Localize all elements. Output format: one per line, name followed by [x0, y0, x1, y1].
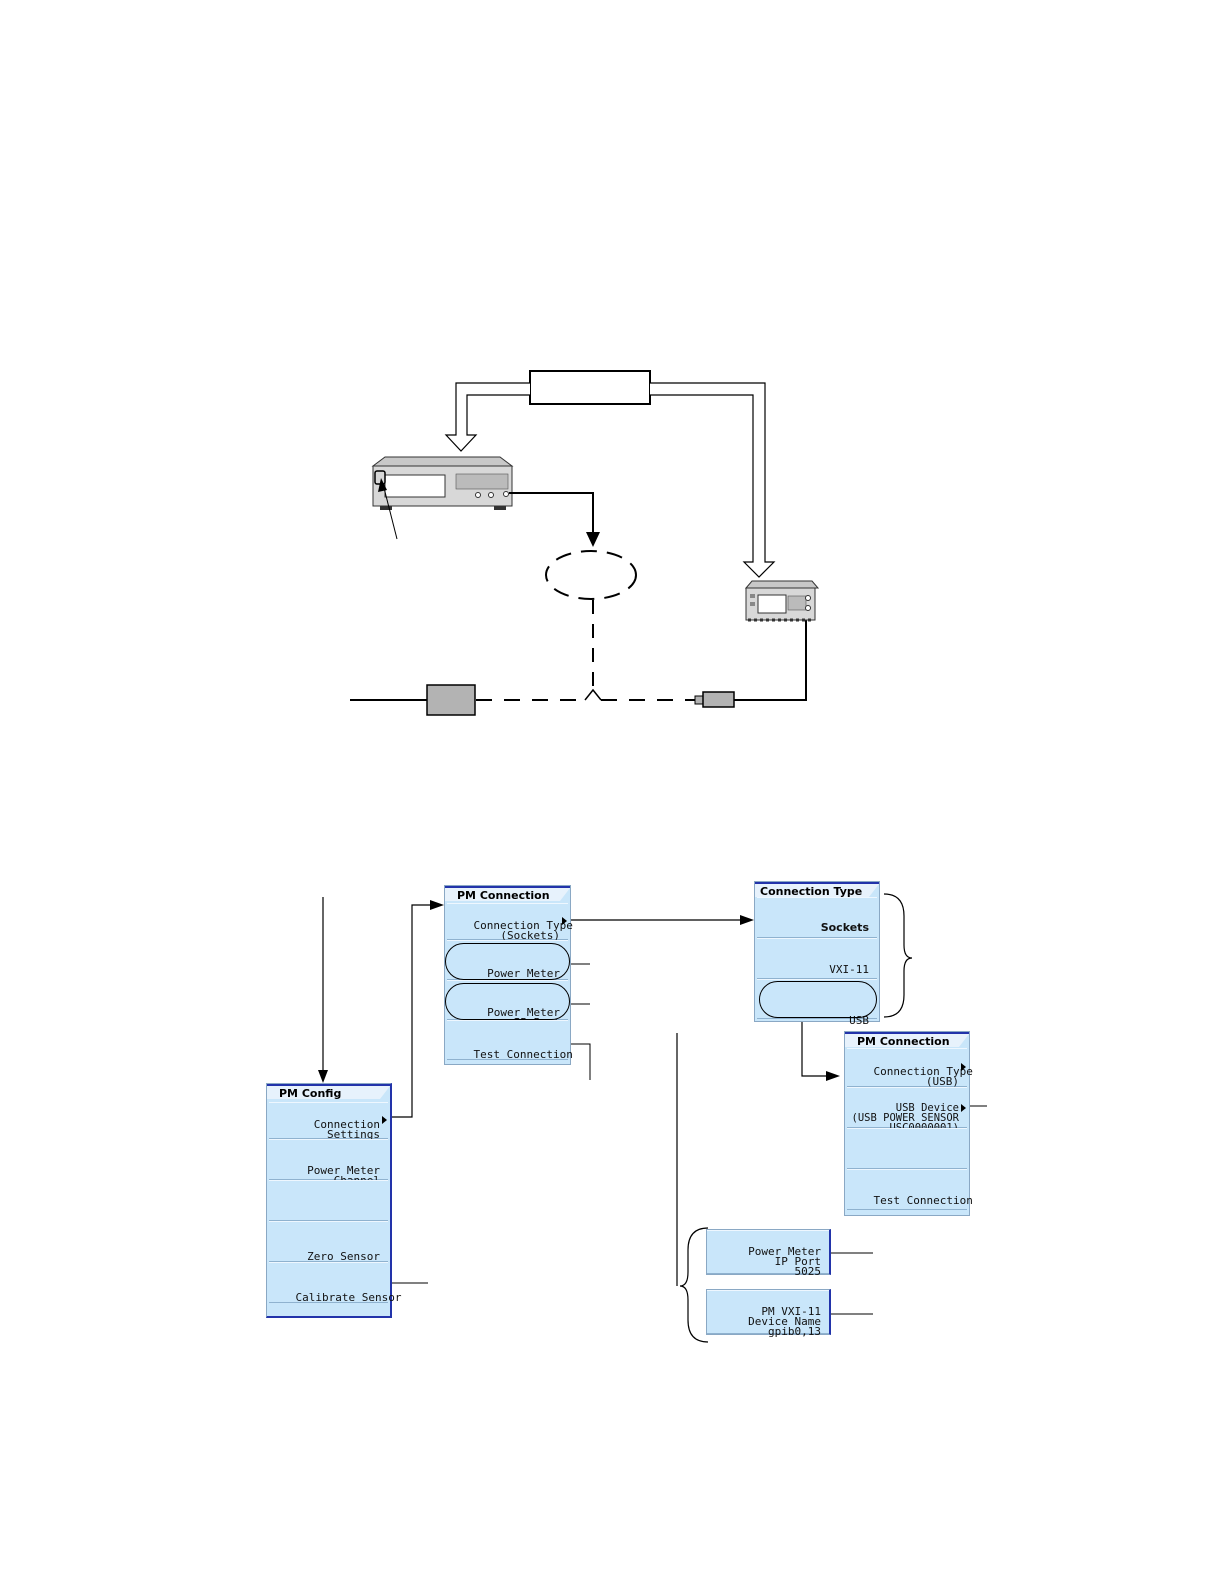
usb-connection-type-key[interactable]: Connection Type (USB)	[847, 1048, 973, 1087]
power-meter-channel-key[interactable]: Power Meter Channel A B	[269, 1139, 388, 1217]
vxi11-key[interactable]: VXI-11	[757, 938, 877, 979]
alt-ip-port-inner: Power Meter IP Port 5025	[707, 1230, 829, 1277]
alt-ip-port-key[interactable]: Power Meter IP Port 5025	[706, 1229, 831, 1277]
vxi11-label: VXI-11	[829, 963, 869, 976]
settings-to-connection-line	[389, 904, 432, 1118]
pm-config-title: PM Config	[267, 1084, 390, 1100]
power-meter-icon	[744, 580, 820, 622]
conn-type-arrowhead	[740, 915, 754, 925]
sockets-key[interactable]: Sockets	[757, 897, 877, 938]
alt-vxi11-name-inner: PM VXI-11 Device Name gpib0,13	[707, 1290, 829, 1337]
pointer-line	[382, 483, 398, 540]
connection-type-label: Connection Type (Sockets)	[473, 919, 573, 942]
submenu-arrow-icon	[562, 917, 567, 925]
usb-arrowhead	[826, 1071, 840, 1081]
usb-device-key[interactable]: USB Device (USB POWER SENSOR USC0000001)	[847, 1087, 967, 1133]
usb-label: USB	[849, 1014, 869, 1027]
power-sensor-icon	[694, 691, 735, 708]
pm-connection-usb-title: PM Connection	[845, 1032, 969, 1048]
blank-key	[269, 1180, 388, 1221]
sensor-cable	[734, 620, 807, 701]
dut-block	[426, 684, 476, 716]
alt-vxi11-name-key[interactable]: PM VXI-11 Device Name gpib0,13	[706, 1289, 831, 1337]
submenu-arrow-icon	[961, 1104, 966, 1112]
entry-arrowhead	[318, 1070, 328, 1083]
submenu-arrow-icon	[382, 1116, 387, 1124]
usb-test-connection-key[interactable]: Test Connection	[847, 1169, 973, 1210]
usb-test-connection-label: Test Connection	[873, 1194, 973, 1207]
usb-blank-key	[847, 1128, 967, 1169]
usb-highlight	[759, 981, 877, 1018]
calibrate-sensor-label: Calibrate Sensor	[295, 1291, 402, 1304]
ip-port-key[interactable]: Power Meter IP Port 5025	[445, 980, 570, 1038]
usb-key[interactable]: USB	[757, 979, 877, 1026]
test-connection-label: Test Connection	[473, 1048, 573, 1061]
dashed-junction	[584, 688, 602, 701]
zero-sensor-key[interactable]: Zero Sensor	[269, 1221, 388, 1262]
usb-connection-type-label: Connection Type (USB)	[873, 1065, 973, 1088]
ip-port-highlight	[445, 983, 570, 1020]
connection-type-menu: Connection Type Sockets VXI-11 USB	[754, 881, 880, 1026]
test-connection-callout	[569, 1043, 591, 1080]
usb-to-usb-menu-line	[801, 1017, 828, 1077]
network-cloud	[545, 550, 637, 600]
lan-arrowhead	[586, 532, 600, 547]
connection-type-title: Connection Type	[755, 882, 879, 898]
alt-keys-brace	[679, 1227, 709, 1343]
hollow-arrow-to-power-meter	[650, 382, 776, 578]
alt-vxi11-name-label: PM VXI-11 Device Name gpib0,13	[748, 1305, 821, 1338]
sockets-label: Sockets	[820, 921, 869, 934]
settings-arrowhead	[430, 900, 444, 910]
pm-connection-title: PM Connection	[445, 886, 570, 902]
pm-connection-usb-menu: PM Connection Connection Type (USB) USB …	[844, 1031, 973, 1216]
zero-sensor-label: Zero Sensor	[307, 1250, 380, 1263]
alt-ip-port-label: Power Meter IP Port 5025	[748, 1245, 821, 1278]
connection-type-key[interactable]: Connection Type (Sockets)	[447, 903, 573, 941]
generator-lan-cable	[509, 492, 594, 535]
pm-config-menu: PM Config Connection Settings Power Mete…	[266, 1083, 401, 1318]
signal-generator-icon	[371, 456, 514, 510]
calibrate-sensor-key[interactable]: Calibrate Sensor	[269, 1262, 401, 1303]
pointer-arrowhead	[378, 478, 387, 492]
connection-settings-label: Connection Settings	[313, 1118, 380, 1141]
test-connection-key[interactable]: Test Connection	[447, 1020, 573, 1060]
connection-type-brace	[883, 893, 913, 1018]
ip-address-highlight	[445, 943, 570, 980]
pm-connection-sockets-menu: PM Connection Connection Type (Sockets) …	[444, 885, 573, 1065]
ip-address-key[interactable]: Power Meter IP Address	[445, 940, 570, 989]
control-label-box	[529, 370, 651, 405]
submenu-arrow-icon	[961, 1063, 966, 1071]
hollow-arrow-to-generator	[444, 382, 530, 452]
connection-settings-key[interactable]: Connection Settings	[269, 1102, 388, 1141]
